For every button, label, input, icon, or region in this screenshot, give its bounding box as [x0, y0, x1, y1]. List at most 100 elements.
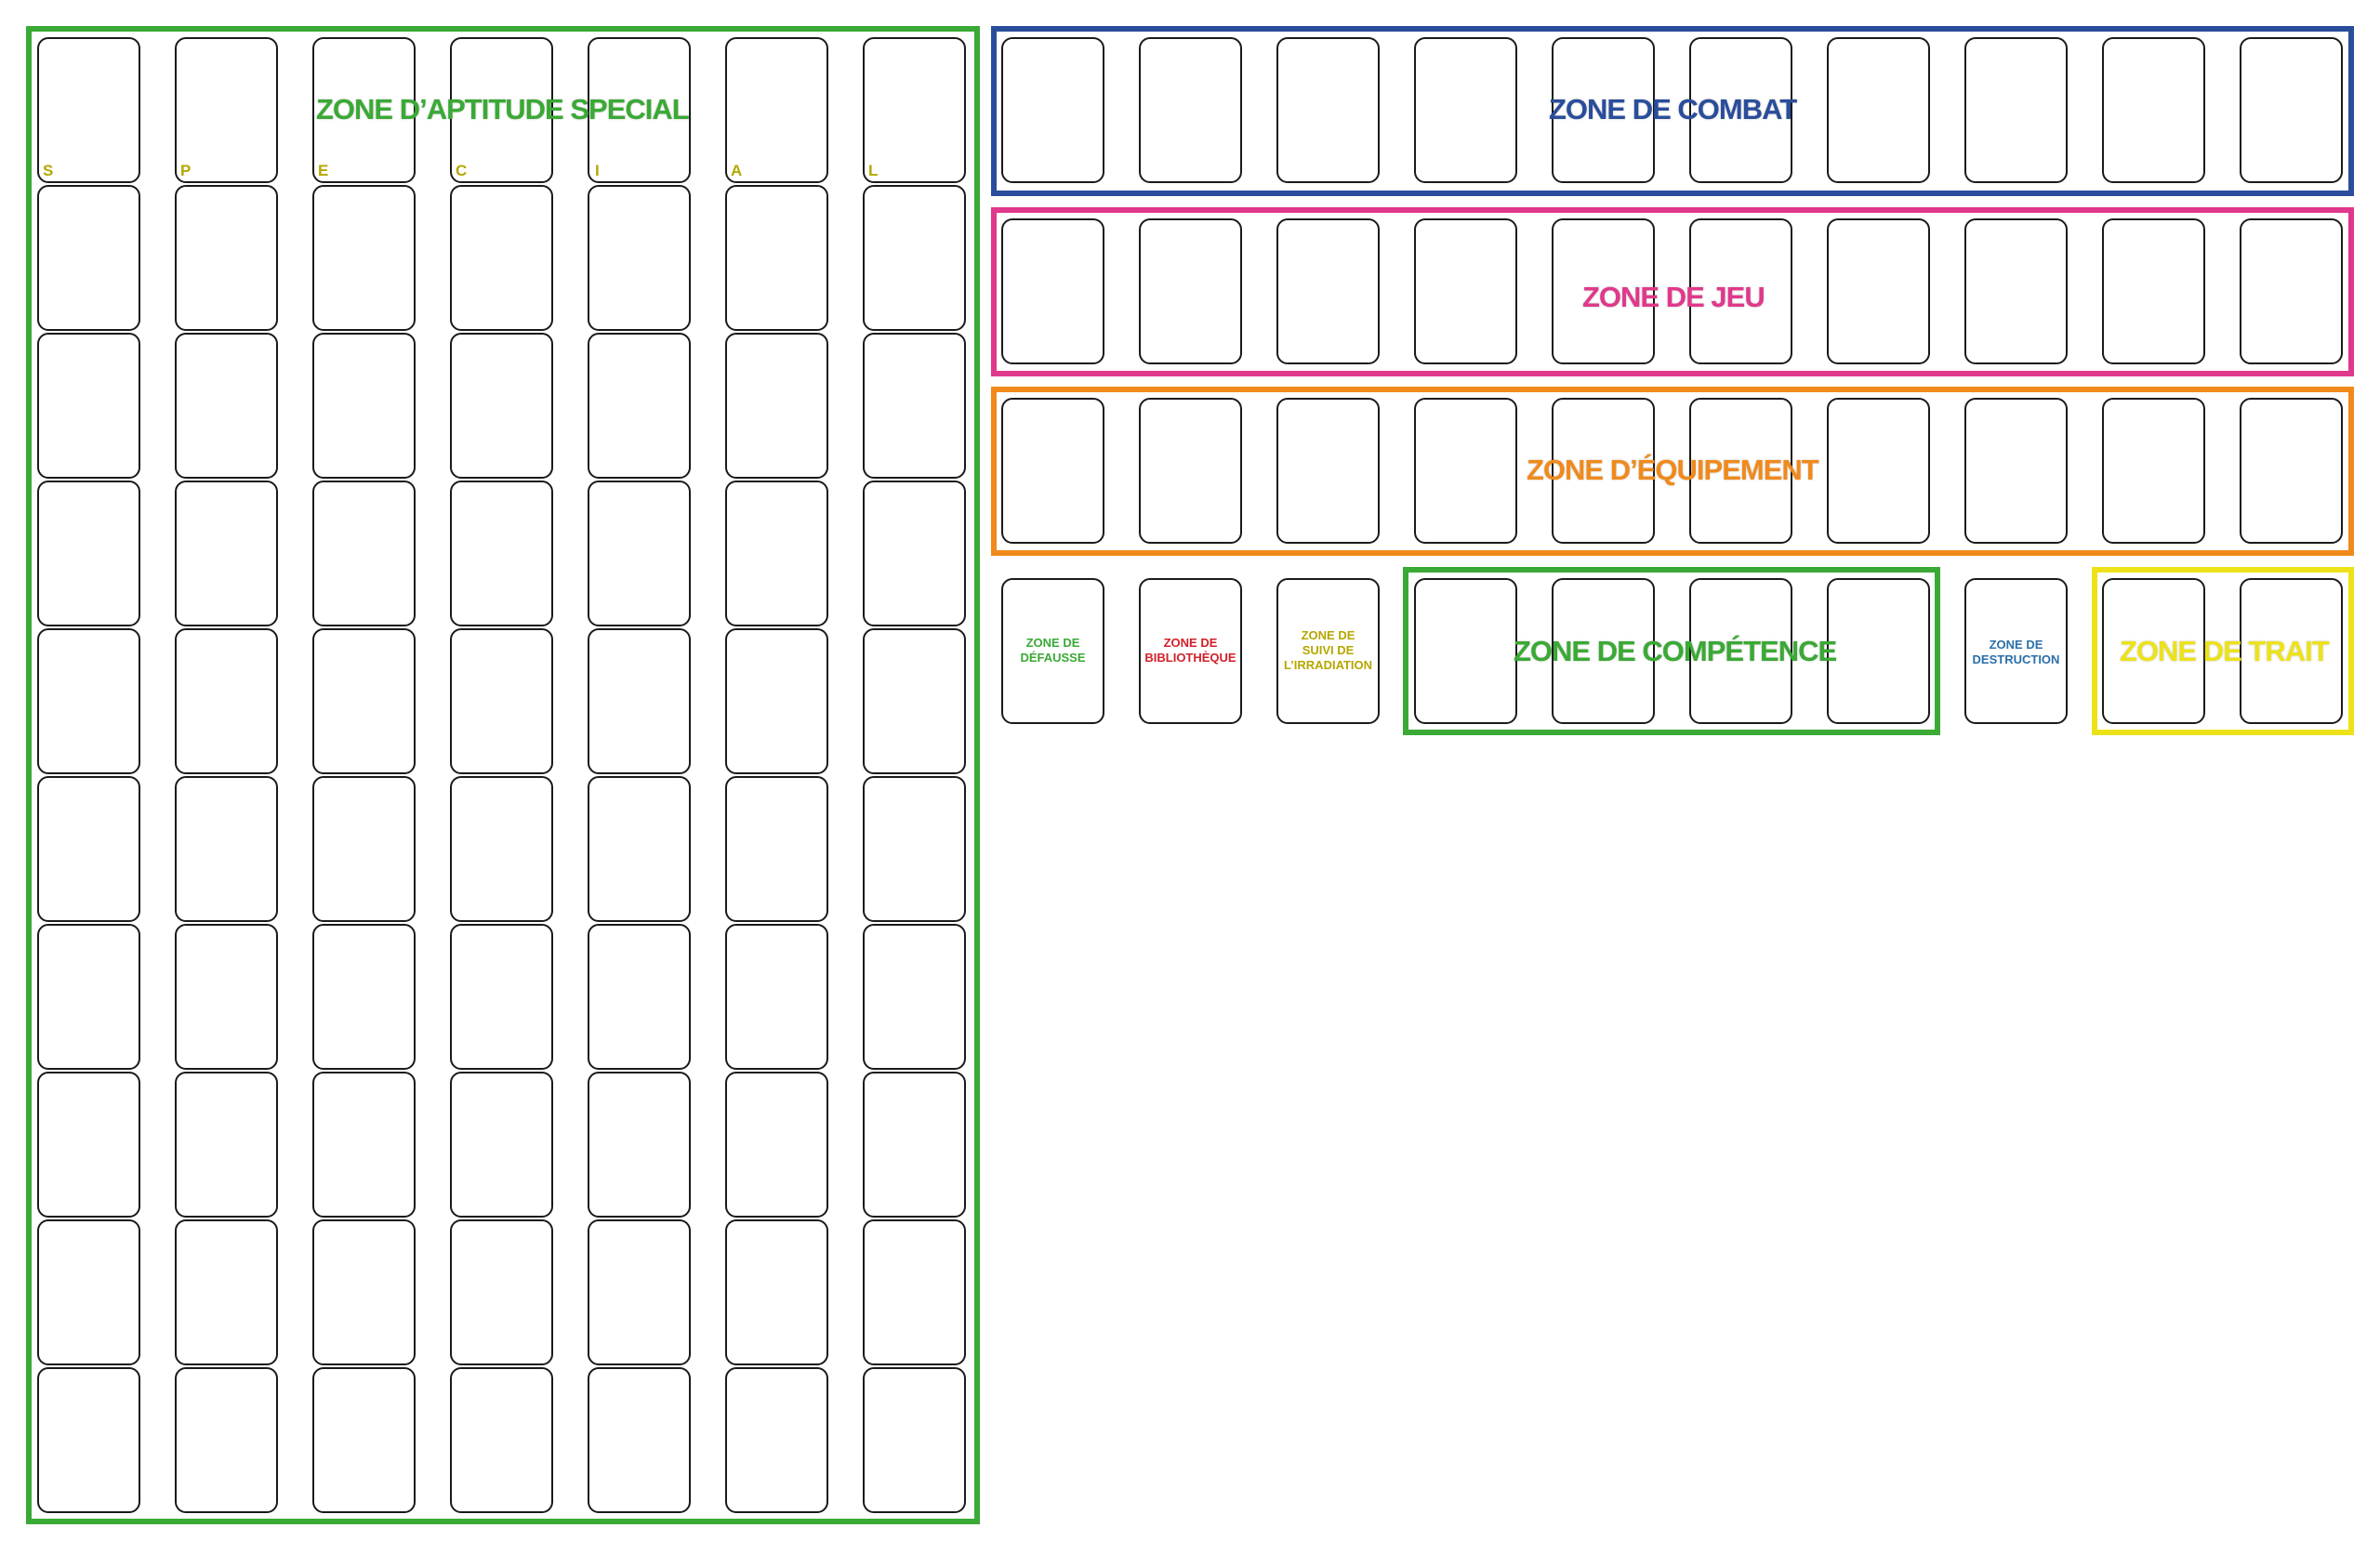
special-slot-r7-c3[interactable]: [312, 924, 416, 1070]
special-slot-r7-c7[interactable]: [863, 924, 966, 1070]
special-slot-r2-c3[interactable]: [312, 185, 416, 331]
special-slot-r8-c6[interactable]: [725, 1072, 828, 1218]
special-slot-r8-c2[interactable]: [175, 1072, 278, 1218]
special-slot-r3-c4[interactable]: [450, 333, 553, 479]
equipement-slot-3[interactable]: [1276, 398, 1380, 544]
special-slot-r7-c1[interactable]: [37, 924, 140, 1070]
special-slot-r1-c4[interactable]: [450, 37, 553, 183]
special-slot-r5-c6[interactable]: [725, 628, 828, 774]
special-slot-r7-c5[interactable]: [588, 924, 691, 1070]
jeu-slot-7[interactable]: [1827, 218, 1930, 364]
special-slot-r2-c1[interactable]: [37, 185, 140, 331]
trait-slot-1[interactable]: [2102, 578, 2205, 724]
special-slot-r8-c5[interactable]: [588, 1072, 691, 1218]
equipement-slot-5[interactable]: [1552, 398, 1655, 544]
jeu-slot-3[interactable]: [1276, 218, 1380, 364]
combat-slot-8[interactable]: [1964, 37, 2068, 183]
special-slot-r5-c1[interactable]: [37, 628, 140, 774]
special-slot-r10-c6[interactable]: [725, 1367, 828, 1513]
special-slot-r1-c6[interactable]: [725, 37, 828, 183]
combat-slot-7[interactable]: [1827, 37, 1930, 183]
special-slot-r10-c1[interactable]: [37, 1367, 140, 1513]
special-slot-r3-c7[interactable]: [863, 333, 966, 479]
competence-slot-3[interactable]: [1689, 578, 1792, 724]
special-slot-r1-c3[interactable]: [312, 37, 416, 183]
special-slot-r6-c1[interactable]: [37, 776, 140, 922]
special-slot-r5-c5[interactable]: [588, 628, 691, 774]
equipement-slot-6[interactable]: [1689, 398, 1792, 544]
special-slot-r8-c4[interactable]: [450, 1072, 553, 1218]
special-slot-r8-c1[interactable]: [37, 1072, 140, 1218]
special-slot-r7-c4[interactable]: [450, 924, 553, 1070]
special-slot-r2-c5[interactable]: [588, 185, 691, 331]
destruction-slot[interactable]: [1964, 578, 2068, 724]
special-slot-r3-c5[interactable]: [588, 333, 691, 479]
special-slot-r2-c7[interactable]: [863, 185, 966, 331]
special-slot-r10-c7[interactable]: [863, 1367, 966, 1513]
special-slot-r4-c5[interactable]: [588, 481, 691, 626]
combat-slot-3[interactable]: [1276, 37, 1380, 183]
special-slot-r5-c4[interactable]: [450, 628, 553, 774]
equipement-slot-9[interactable]: [2102, 398, 2205, 544]
special-slot-r1-c5[interactable]: [588, 37, 691, 183]
equipement-slot-1[interactable]: [1001, 398, 1104, 544]
competence-slot-2[interactable]: [1552, 578, 1655, 724]
special-slot-r9-c2[interactable]: [175, 1219, 278, 1365]
special-slot-r10-c3[interactable]: [312, 1367, 416, 1513]
special-slot-r2-c4[interactable]: [450, 185, 553, 331]
special-slot-r10-c4[interactable]: [450, 1367, 553, 1513]
equipement-slot-7[interactable]: [1827, 398, 1930, 544]
jeu-slot-10[interactable]: [2240, 218, 2343, 364]
jeu-slot-2[interactable]: [1139, 218, 1242, 364]
special-slot-r3-c3[interactable]: [312, 333, 416, 479]
combat-slot-6[interactable]: [1689, 37, 1792, 183]
equipement-slot-2[interactable]: [1139, 398, 1242, 544]
equipement-slot-8[interactable]: [1964, 398, 2068, 544]
special-slot-r2-c2[interactable]: [175, 185, 278, 331]
special-slot-r10-c5[interactable]: [588, 1367, 691, 1513]
special-slot-r9-c5[interactable]: [588, 1219, 691, 1365]
special-slot-r2-c6[interactable]: [725, 185, 828, 331]
special-slot-r7-c6[interactable]: [725, 924, 828, 1070]
combat-slot-2[interactable]: [1139, 37, 1242, 183]
competence-slot-1[interactable]: [1414, 578, 1517, 724]
special-slot-r7-c2[interactable]: [175, 924, 278, 1070]
special-slot-r6-c6[interactable]: [725, 776, 828, 922]
equipement-slot-4[interactable]: [1414, 398, 1517, 544]
special-slot-r1-c1[interactable]: [37, 37, 140, 183]
special-slot-r6-c5[interactable]: [588, 776, 691, 922]
jeu-slot-1[interactable]: [1001, 218, 1104, 364]
jeu-slot-8[interactable]: [1964, 218, 2068, 364]
special-slot-r5-c2[interactable]: [175, 628, 278, 774]
trait-slot-2[interactable]: [2240, 578, 2343, 724]
special-slot-r9-c7[interactable]: [863, 1219, 966, 1365]
special-slot-r6-c2[interactable]: [175, 776, 278, 922]
jeu-slot-5[interactable]: [1552, 218, 1655, 364]
special-slot-r4-c7[interactable]: [863, 481, 966, 626]
special-slot-r5-c3[interactable]: [312, 628, 416, 774]
competence-slot-4[interactable]: [1827, 578, 1930, 724]
special-slot-r3-c6[interactable]: [725, 333, 828, 479]
special-slot-r1-c2[interactable]: [175, 37, 278, 183]
special-slot-r9-c3[interactable]: [312, 1219, 416, 1365]
special-slot-r6-c3[interactable]: [312, 776, 416, 922]
jeu-slot-4[interactable]: [1414, 218, 1517, 364]
irradiation-slot[interactable]: [1276, 578, 1380, 724]
special-slot-r4-c2[interactable]: [175, 481, 278, 626]
combat-slot-1[interactable]: [1001, 37, 1104, 183]
special-slot-r9-c4[interactable]: [450, 1219, 553, 1365]
special-slot-r3-c2[interactable]: [175, 333, 278, 479]
special-slot-r1-c7[interactable]: [863, 37, 966, 183]
combat-slot-10[interactable]: [2240, 37, 2343, 183]
special-slot-r4-c1[interactable]: [37, 481, 140, 626]
special-slot-r8-c3[interactable]: [312, 1072, 416, 1218]
equipement-slot-10[interactable]: [2240, 398, 2343, 544]
special-slot-r6-c7[interactable]: [863, 776, 966, 922]
special-slot-r3-c1[interactable]: [37, 333, 140, 479]
special-slot-r4-c3[interactable]: [312, 481, 416, 626]
jeu-slot-6[interactable]: [1689, 218, 1792, 364]
combat-slot-5[interactable]: [1552, 37, 1655, 183]
special-slot-r9-c6[interactable]: [725, 1219, 828, 1365]
special-slot-r5-c7[interactable]: [863, 628, 966, 774]
defausse-slot[interactable]: [1001, 578, 1104, 724]
